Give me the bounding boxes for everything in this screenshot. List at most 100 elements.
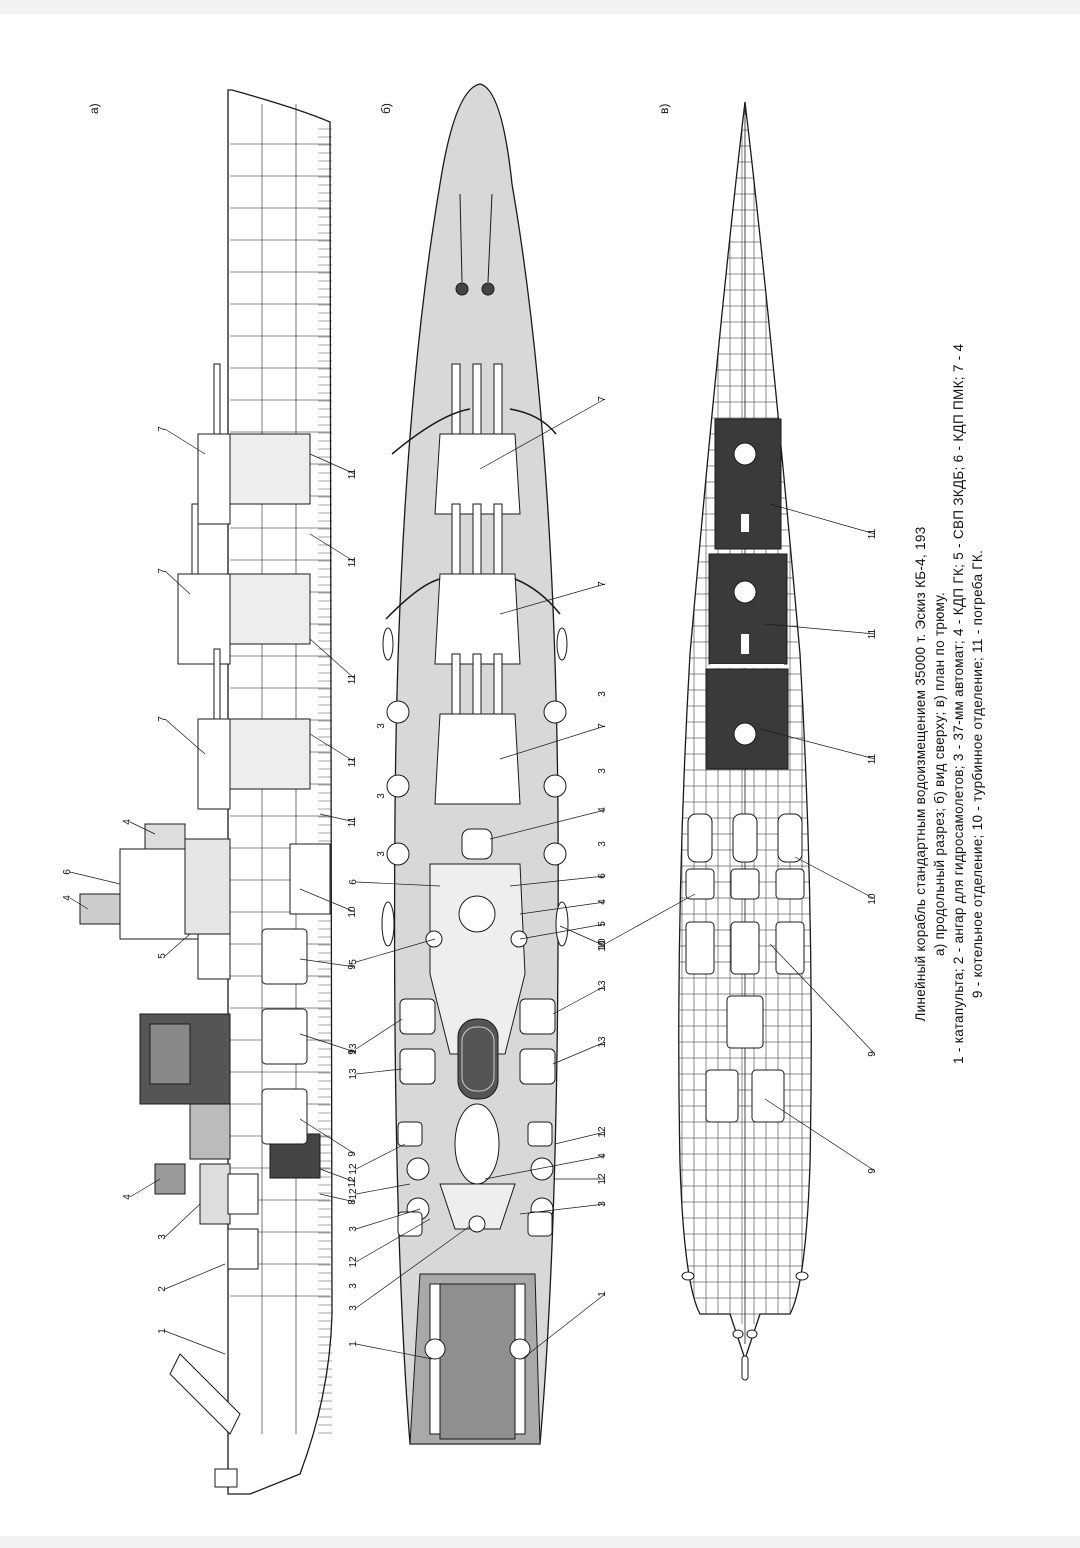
side-main-turret-2 — [177, 503, 311, 665]
callout-number: 13 — [597, 1036, 608, 1048]
side-boiler-rooms — [261, 928, 308, 1145]
callout-number: 7 — [157, 426, 168, 432]
caption-legend-2: 9 - котельное отделение; 10 - турбинное … — [970, 549, 985, 999]
callout-number: 8 — [347, 1199, 358, 1205]
side-turbine-room — [289, 843, 331, 915]
side-main-turret-3 — [197, 648, 311, 810]
callout-number: 10 — [597, 940, 608, 952]
callout-number: 2 — [157, 1286, 168, 1292]
aa-mount — [386, 700, 410, 724]
side-main-turret-1 — [197, 363, 311, 525]
callout-number: 10 — [867, 893, 878, 905]
plan-main-turret-1 — [434, 363, 521, 515]
callout-number: 4 — [122, 1194, 133, 1200]
callout-number: 3 — [376, 851, 387, 857]
callout-number: 6 — [597, 873, 608, 879]
aa-mount — [386, 774, 410, 798]
callout-number: 1 — [157, 1328, 168, 1334]
callout-number: 7 — [597, 581, 608, 587]
callout-number: 3 — [597, 691, 608, 697]
aa-mount — [543, 842, 567, 866]
hold-propellers — [681, 1271, 809, 1381]
hold-magazines — [705, 418, 789, 770]
callout-number: 1 — [597, 1291, 608, 1297]
callout-number: 11 — [867, 753, 878, 764]
aa-mount — [406, 1157, 430, 1181]
plan-catapults — [424, 1283, 531, 1435]
aa-mount — [543, 774, 567, 798]
caption-views: а) продольный разрез; б) вид сверху; в) … — [932, 592, 947, 956]
callout-number: 11 — [347, 556, 358, 567]
callout-number: 9 — [347, 964, 358, 970]
callout-number: 10 — [347, 906, 358, 918]
callout-number: 11 — [867, 628, 878, 639]
plan-aa-mounts — [386, 700, 567, 1237]
aa-mount — [543, 700, 567, 724]
view-label-a: а) — [87, 103, 101, 114]
callout-number: 3 — [348, 1305, 359, 1311]
aft-hangar-deck — [439, 1283, 516, 1440]
callout-number: 3 — [157, 1234, 168, 1240]
callout-number: 4 — [597, 899, 608, 905]
callout-number: 7 — [157, 716, 168, 722]
callout-number: 5 — [157, 953, 168, 959]
callout-number: 5 — [348, 959, 359, 965]
top-plan-view: 7773333334664551013131313121243121231233… — [348, 83, 608, 1445]
callout-number: 3 — [376, 793, 387, 799]
callout-number: 6 — [62, 869, 73, 875]
callout-number: 13 — [597, 980, 608, 992]
callout-number: 3 — [597, 841, 608, 847]
side-hull-outline — [227, 89, 333, 1495]
view-label-b: б) — [379, 103, 393, 114]
callout-number: 4 — [597, 1153, 608, 1159]
caption-title: Линейный корабль стандартным водоизмещен… — [913, 526, 928, 1022]
callout-number: 9 — [867, 1051, 878, 1057]
callout-number: 1 — [348, 1341, 359, 1347]
callout-number: 12 — [348, 1188, 359, 1200]
callout-number: 11 — [867, 528, 878, 539]
callout-number: 7 — [597, 723, 608, 729]
callout-number: 12 — [347, 1176, 358, 1188]
hold-machinery — [685, 813, 805, 1123]
callout-number: 11 — [347, 756, 358, 767]
callout-number: 13 — [348, 1043, 359, 1055]
callout-number: 11 — [347, 816, 358, 827]
callout-number: 7 — [597, 396, 608, 402]
callout-number: 12 — [597, 1173, 608, 1185]
callout-number: 12 — [348, 1163, 359, 1175]
callout-number: 11 — [347, 468, 358, 479]
callout-number: 3 — [597, 1201, 608, 1207]
callout-number: 13 — [348, 1068, 359, 1080]
callout-number: 10 — [597, 938, 608, 950]
plan-main-turret-3 — [434, 653, 521, 805]
anchor-left — [455, 282, 469, 296]
view-label-c: в) — [657, 104, 671, 114]
callout-number: 4 — [122, 819, 133, 825]
callout-number: 3 — [597, 768, 608, 774]
anchor-right — [481, 282, 495, 296]
callout-number: 9 — [347, 1151, 358, 1157]
side-superstructure — [79, 823, 321, 1488]
callout-number: 4 — [62, 895, 73, 901]
callout-number: 5 — [597, 921, 608, 927]
callout-number: 11 — [347, 673, 358, 684]
caption-legend-1: 1 - катапульта; 2 - ангар для гидросамол… — [951, 343, 966, 1064]
callout-number: 4 — [597, 807, 608, 813]
callout-number: 12 — [597, 1126, 608, 1138]
plan-callout-leaders: 7773333334664551013131313121243121231233… — [348, 396, 608, 1360]
aa-mount — [386, 842, 410, 866]
aa-mount — [530, 1157, 554, 1181]
callout-number: 7 — [157, 568, 168, 574]
plan-secondary-turrets — [399, 998, 556, 1085]
callout-number: 3 — [376, 723, 387, 729]
plan-superstructure — [425, 828, 528, 1233]
caption-block: Линейный корабль стандартным водоизмещен… — [894, 343, 1004, 1064]
callout-number: 12 — [348, 1256, 359, 1268]
callout-number: 6 — [348, 879, 359, 885]
